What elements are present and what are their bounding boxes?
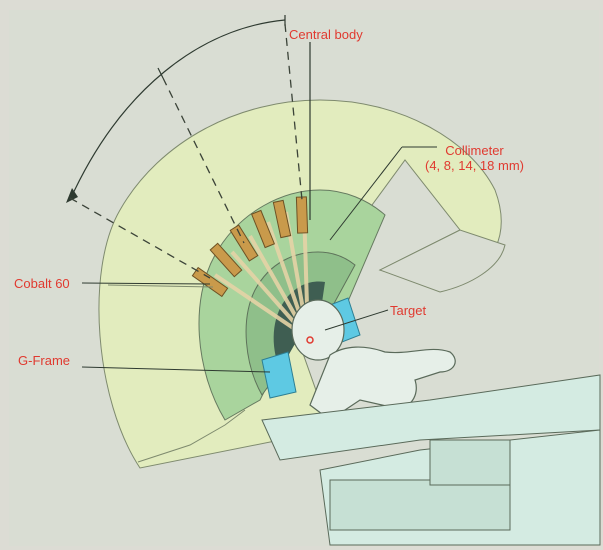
label-cobalt-60: Cobalt 60 — [14, 276, 70, 291]
label-collimeter-line2: (4, 8, 14, 18 mm) — [425, 158, 524, 173]
label-g-frame: G-Frame — [18, 353, 70, 368]
couch-block — [330, 480, 510, 530]
couch-leg — [430, 440, 510, 485]
label-collimeter-line1: Collimeter — [425, 143, 524, 158]
source-tube — [296, 197, 307, 233]
label-central-body: Central body — [289, 27, 363, 42]
label-target: Target — [390, 303, 426, 318]
label-collimeter: Collimeter (4, 8, 14, 18 mm) — [425, 143, 524, 173]
